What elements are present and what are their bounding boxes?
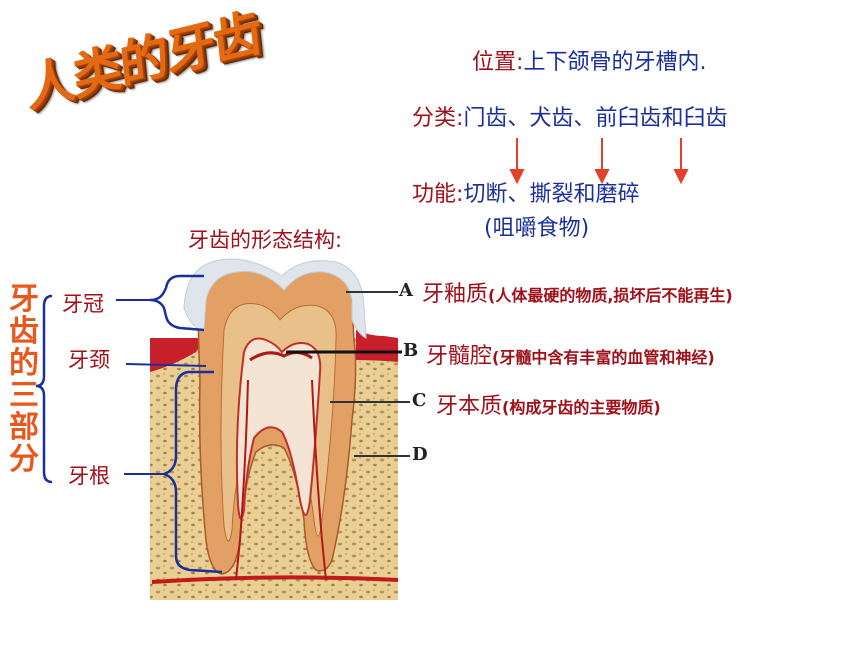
dentin-name: 牙本质 <box>436 394 503 419</box>
three-parts-label: 牙齿的三部分 <box>9 282 39 477</box>
function-sub: (咀嚼食物) <box>484 216 590 241</box>
arrow-incisor-head <box>509 169 525 185</box>
pulp-vessel <box>249 351 313 362</box>
vessel-bottom <box>151 575 399 584</box>
marker-b: B <box>403 340 419 361</box>
marker-c: C <box>412 390 427 411</box>
enamel <box>183 258 367 339</box>
root-vessel-left <box>235 379 249 581</box>
part-root-label: 牙根 <box>68 464 110 488</box>
function-label: 功能 <box>412 182 457 207</box>
category-label: 分类 <box>412 106 457 131</box>
part-crown-label: 牙冠 <box>62 292 104 316</box>
marker-a: A <box>399 280 413 301</box>
part-neck-label: 牙颈 <box>68 348 110 372</box>
position-line: 位置:上下颌骨的牙槽内. <box>472 44 706 76</box>
pulp-name: 牙髓腔 <box>426 344 493 369</box>
structure-heading: 牙齿的形态结构: <box>188 228 343 252</box>
function-line: 功能:切断、撕裂和磨碎 <box>412 176 639 208</box>
arrow-canine-head <box>594 169 610 185</box>
function-colon: : <box>456 182 464 207</box>
callout-dentin: 牙本质(构成牙齿的主要物质) <box>436 388 661 420</box>
category-arrows <box>509 138 689 185</box>
position-text: 上下颌骨的牙槽内. <box>523 50 707 75</box>
root-vessel-right <box>311 379 327 581</box>
marker-d: D <box>412 444 428 465</box>
position-colon: : <box>516 50 524 75</box>
three-parts-bracket <box>35 294 53 484</box>
gum-left <box>150 338 206 372</box>
callout-pulp: 牙髓腔(牙髓中含有丰富的血管和神经) <box>426 338 715 370</box>
position-label: 位置 <box>472 50 517 75</box>
category-text: 门齿、犬齿、前臼齿和臼齿 <box>463 106 728 131</box>
function-text: 切断、撕裂和磨碎 <box>463 182 640 207</box>
callout-enamel: 牙釉质(人体最硬的物质,损坏后不能再生) <box>422 276 733 308</box>
enamel-name: 牙釉质 <box>422 282 489 307</box>
category-colon: : <box>456 106 464 131</box>
neck-leader <box>125 363 207 367</box>
dentin-desc: (构成牙齿的主要物质) <box>502 398 661 417</box>
category-line: 分类:门齿、犬齿、前臼齿和臼齿 <box>412 100 727 132</box>
enamel-desc: (人体最硬的物质,损坏后不能再生) <box>488 286 733 305</box>
pulp-desc: (牙髓中含有丰富的血管和神经) <box>492 348 715 367</box>
arrow-molar-head <box>673 169 689 185</box>
